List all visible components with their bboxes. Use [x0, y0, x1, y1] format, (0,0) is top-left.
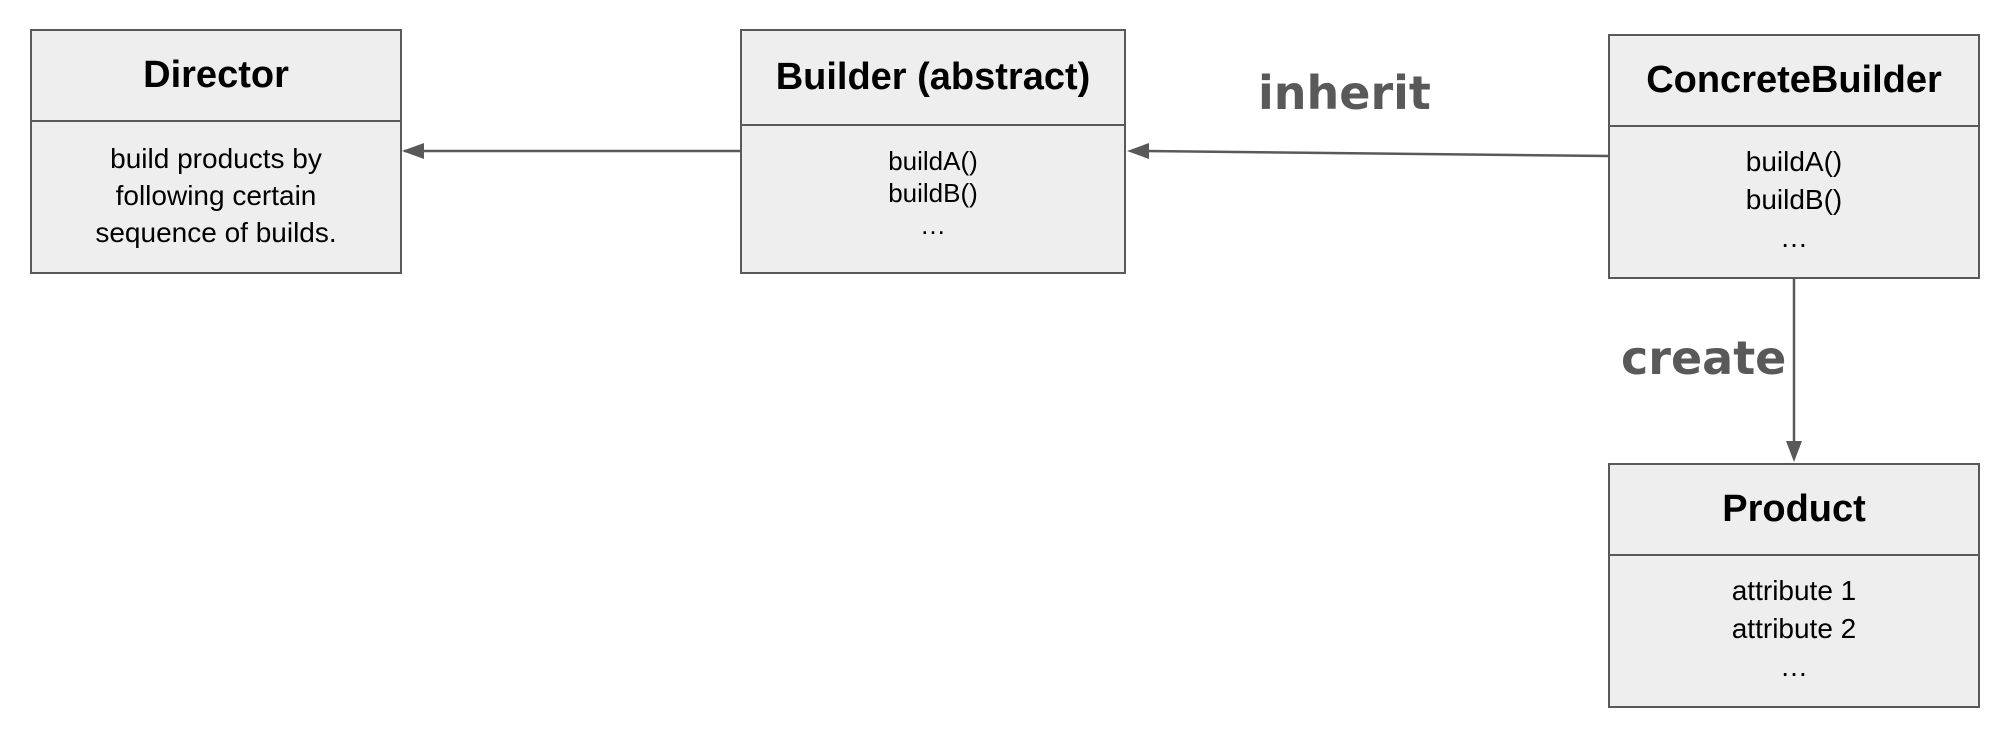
product-class-box: Product attribute 1 attribute 2 …: [1608, 463, 1980, 708]
concrete-builder-method-line: buildA(): [1745, 146, 1843, 177]
product-attribute-line: attribute 1: [1731, 575, 1857, 606]
director-arrowhead: [402, 143, 424, 159]
concrete-builder-method-line: buildB(): [1745, 184, 1843, 215]
builder-class-methods: buildA() buildB() …: [742, 126, 1124, 272]
director-description-line: sequence of builds.: [95, 216, 337, 248]
builder-method-line: buildB(): [888, 178, 978, 208]
director-class-description: build products by following certain sequ…: [32, 122, 400, 272]
product-class-title: Product: [1610, 465, 1978, 556]
concrete-builder-class-methods: buildA() buildB() …: [1610, 127, 1978, 277]
concrete-builder-method-line: …: [1780, 222, 1808, 253]
builder-class-title: Builder (abstract): [742, 31, 1124, 126]
product-attribute-line: …: [1780, 651, 1808, 682]
concrete-builder-class-box: ConcreteBuilder buildA() buildB() …: [1608, 34, 1980, 279]
director-description-line: build products by: [110, 142, 322, 174]
builder-arrowhead: [1127, 143, 1149, 159]
create-edge-label: create: [1621, 331, 1787, 385]
concrete-to-builder-inherit-arrow: [1145, 149, 1609, 158]
director-description-line: following certain: [115, 179, 317, 211]
product-arrowhead: [1786, 441, 1802, 462]
builder-method-line: buildA(): [888, 146, 978, 176]
builder-method-line: …: [920, 210, 946, 240]
product-class-attributes: attribute 1 attribute 2 …: [1610, 556, 1978, 706]
concrete-builder-class-title: ConcreteBuilder: [1610, 36, 1978, 127]
director-class-box: Director build products by following cer…: [30, 29, 402, 274]
builder-class-box: Builder (abstract) buildA() buildB() …: [740, 29, 1126, 274]
director-class-title: Director: [32, 31, 400, 122]
product-attribute-line: attribute 2: [1731, 613, 1857, 644]
inherit-edge-label: inherit: [1258, 66, 1431, 120]
